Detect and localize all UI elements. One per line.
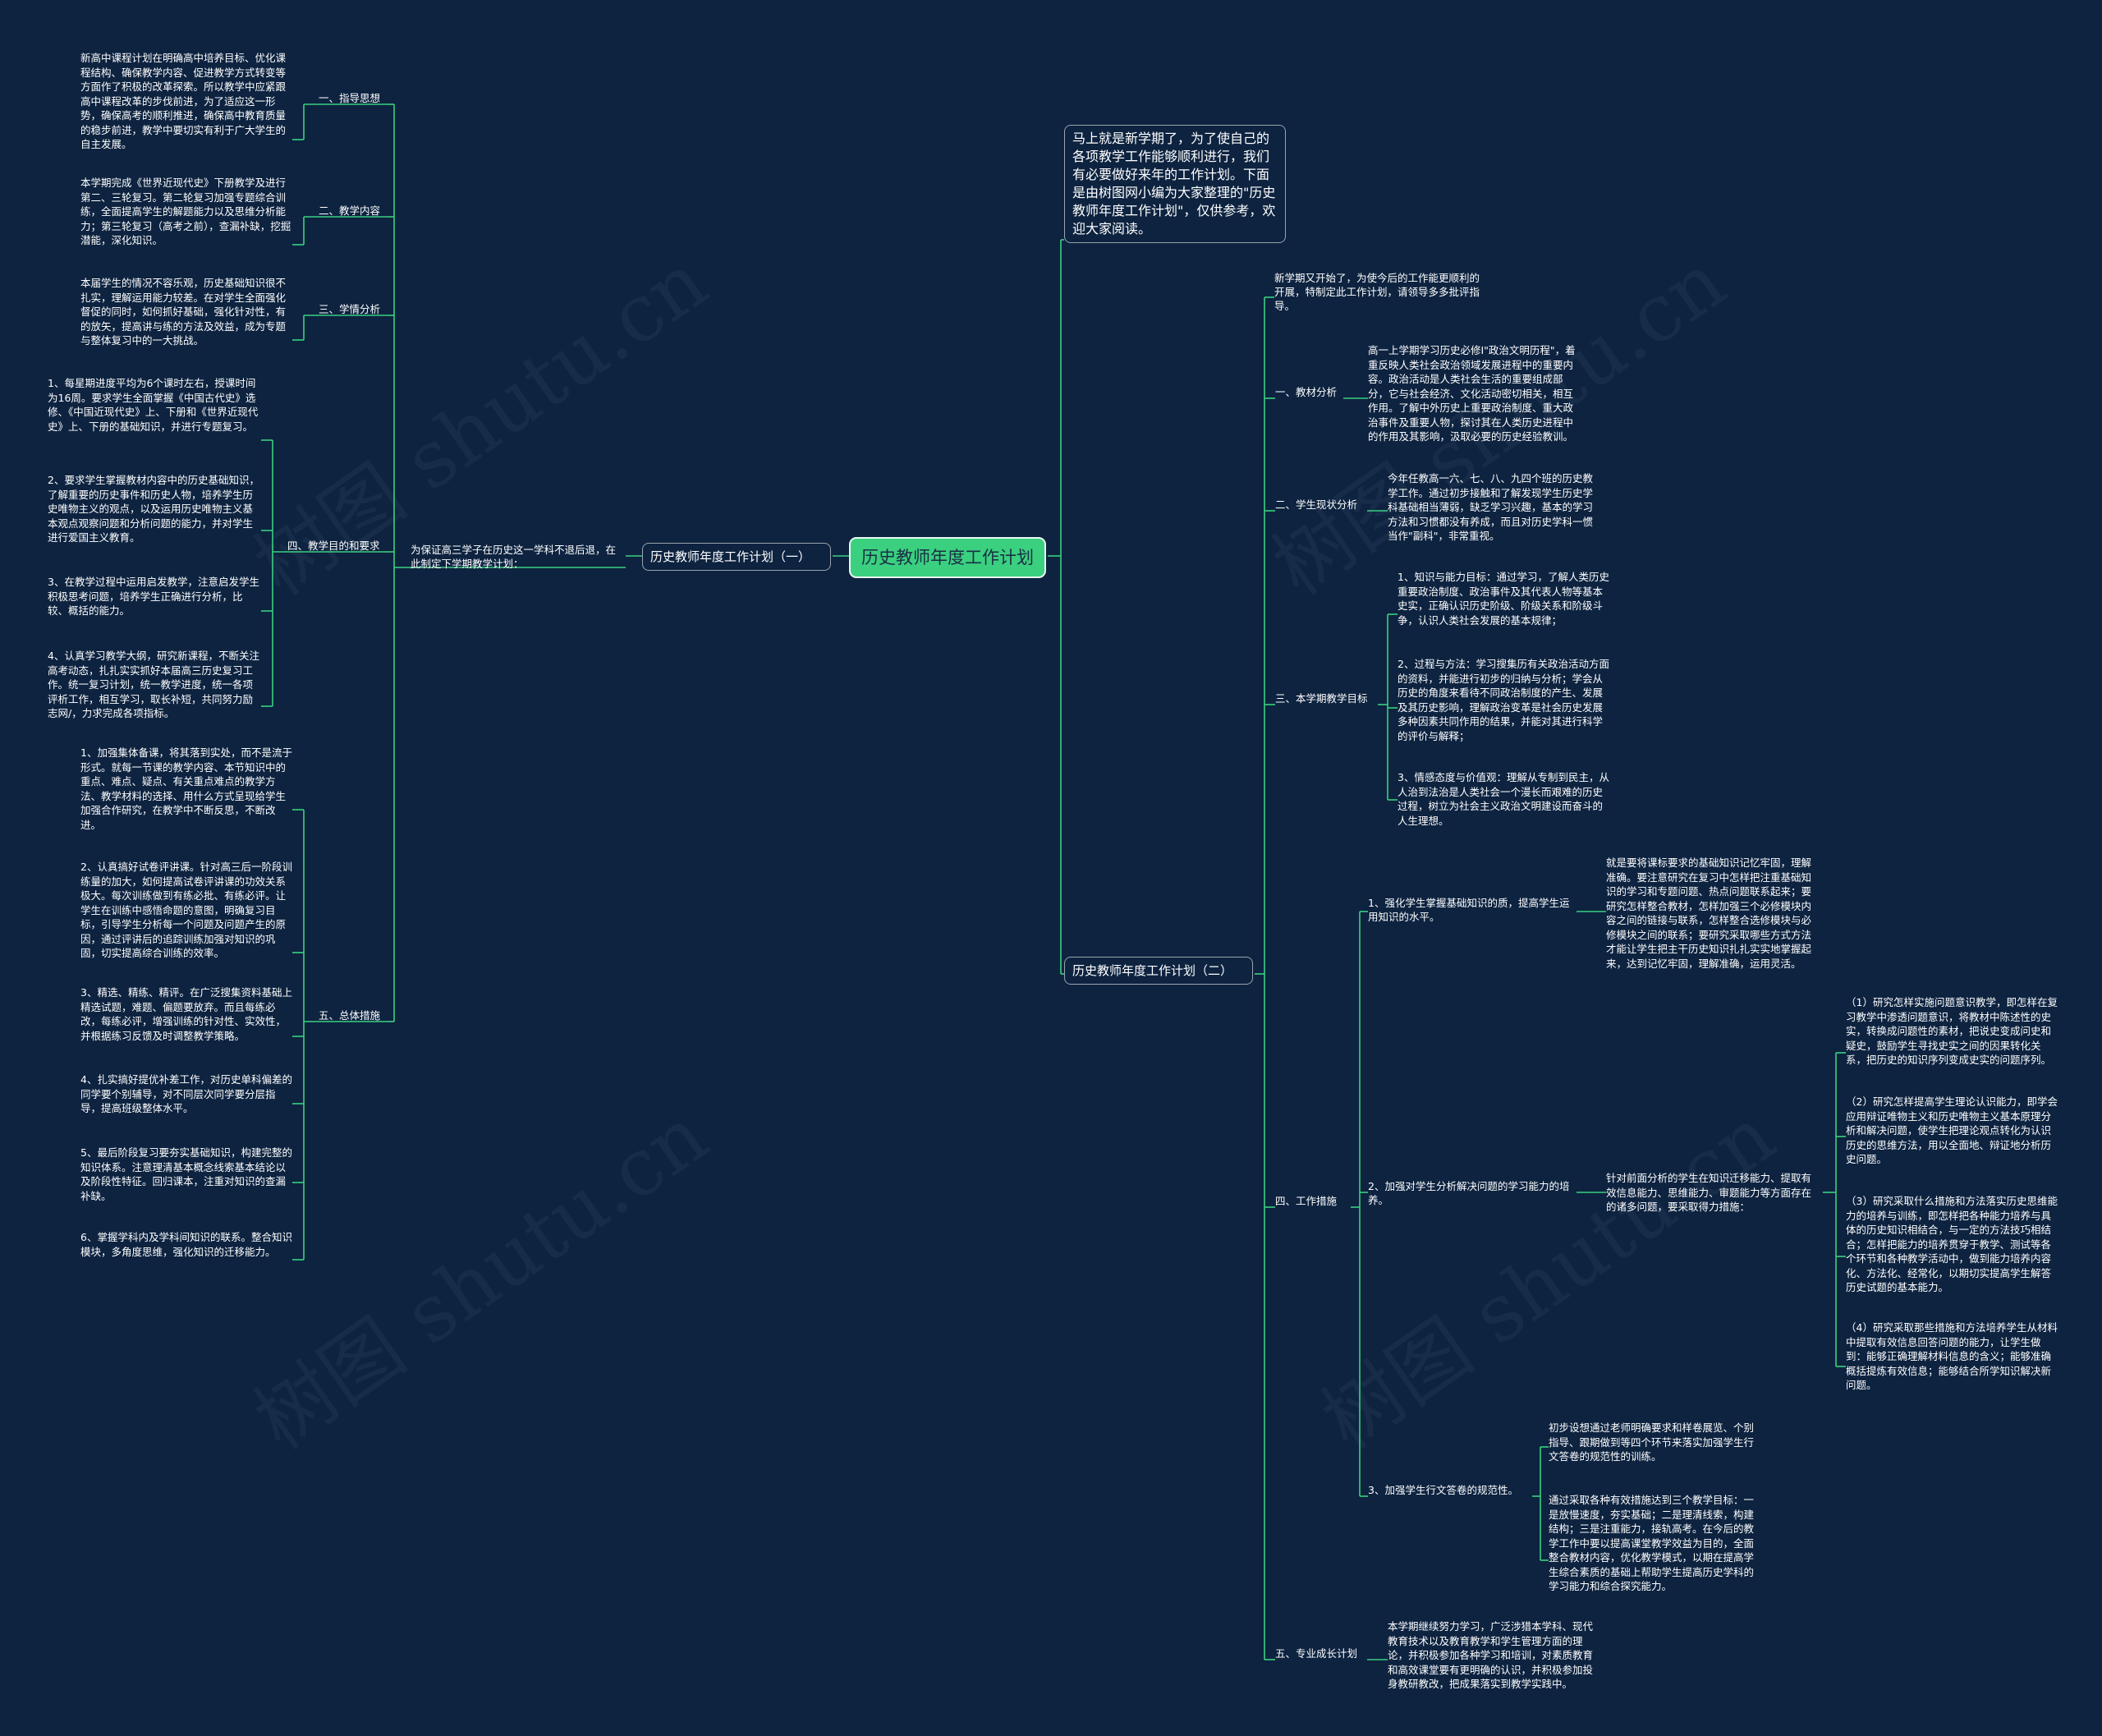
root-node[interactable]: 历史教师年度工作计划 xyxy=(849,537,1046,578)
plan1-s5-item: 1、加强集体备课，将其落到实处，而不是流于形式。就每一节课的教学内容、本节知识中… xyxy=(80,746,292,831)
plan2-s3-item: 2、过程与方法：学习搜集历有关政治活动方面的资料，并能进行初步的归纳与分析；学会… xyxy=(1398,658,1609,742)
plan2-s4-m2-item: （2）研究怎样提高学生理论认识能力，即学会应用辩证唯物主义和历史唯物主义基本原理… xyxy=(1846,1095,2058,1165)
plan2-s3-item: 1、知识与能力目标：通过学习，了解人类历史重要政治制度、政治事件及其代表人物等基… xyxy=(1398,571,1609,627)
plan1-s5-label[interactable]: 五、总体措施 xyxy=(319,1009,381,1022)
intro-box[interactable]: 马上就是新学期了，为了使自己的各项教学工作能够顺利进行，我们有必要做好来年的工作… xyxy=(1064,125,1286,243)
plan1-s5-item: 4、扎实搞好提优补差工作，对历史单科偏差的同学要个别辅导，对不同层次同学要分层指… xyxy=(80,1073,292,1114)
plan2-s4-m2-label[interactable]: 2、加强对学生分析解决问题的学习能力的培养。 xyxy=(1368,1180,1570,1206)
plan1-lead[interactable]: 为保证高三学子在历史这一学科不退后退，在此制定下学期教学计划： xyxy=(411,544,617,570)
plan1-s5-item: 2、认真搞好试卷评讲课。针对高三后一阶段训练量的加大，如何提高试卷评讲课的功效关… xyxy=(80,861,292,959)
plan2-s4-m2-item: （3）研究采取什么措施和方法落实历史思维能力的培养与训练，即怎样把各种能力培养与… xyxy=(1846,1195,2058,1293)
plan2-s4-label[interactable]: 四、工作措施 xyxy=(1275,1195,1338,1207)
plan1-s2-label[interactable]: 二、教学内容 xyxy=(319,204,381,217)
plan1-s4-item: 3、在教学过程中运用启发教学，注意启发学生积极思考问题，培养学生正确进行分析，比… xyxy=(48,576,259,617)
plan2-s4-m2-item: （4）研究采取那些措施和方法培养学生从材料中提取有效信息回答问题的能力，让学生做… xyxy=(1846,1321,2058,1391)
plan2-s4-m1-text: 就是要将课标要求的基础知识记忆牢固，理解准确。要注意研究在复习中怎样把注重基础知… xyxy=(1606,857,1812,970)
plan2-s4-m3-label[interactable]: 3、加强学生行文答卷的规范性。 xyxy=(1368,1484,1518,1496)
plan2-s5-text: 本学期继续努力学习，广泛涉猎本学科、现代教育技术以及教育教学和学生管理方面的理论… xyxy=(1388,1620,1594,1690)
plan1-s3-label[interactable]: 三、学情分析 xyxy=(319,303,381,315)
plan2-s1-label[interactable]: 一、教材分析 xyxy=(1275,386,1338,398)
plan1-s3-text: 本届学生的情况不容乐观，历史基础知识很不扎实，理解运用能力较差。在对学生全面强化… xyxy=(80,277,287,347)
plan1-title[interactable]: 历史教师年度工作计划（一） xyxy=(642,543,831,571)
plan2-s3-item: 3、情感态度与价值观：理解从专制到民主，从人治到法治是人类社会一个漫长而艰难的历… xyxy=(1398,771,1609,827)
plan2-s4-m1-label[interactable]: 1、强化学生掌握基础知识的质，提高学生运用知识的水平。 xyxy=(1368,897,1570,923)
plan2-s3-label[interactable]: 三、本学期教学目标 xyxy=(1275,692,1368,705)
plan2-s4-m2-text: 针对前面分析的学生在知识迁移能力、提取有效信息能力、思维能力、审题能力等方面存在… xyxy=(1606,1172,1812,1213)
plan1-s2-text: 本学期完成《世界近现代史》下册教学及进行第二、三轮复习。第二轮复习加强专题综合训… xyxy=(80,177,291,246)
plan1-s5-item: 6、掌握学科内及学科间知识的联系。整合知识模块，多角度思维，强化知识的迁移能力。 xyxy=(80,1231,292,1258)
plan2-s4-m3-item: 初步设想通过老师明确要求和样卷展览、个别指导、跟期做到等四个环节来落实加强学生行… xyxy=(1549,1421,1755,1463)
plan1-s1-text: 新高中课程计划在明确高中培养目标、优化课程结构、确保教学内容、促进教学方式转变等… xyxy=(80,52,287,150)
plan2-title[interactable]: 历史教师年度工作计划（二） xyxy=(1064,957,1253,985)
plan2-s4-m2-item: （1）研究怎样实施问题意识教学，即怎样在复习教学中渗透问题意识，将教材中陈述性的… xyxy=(1846,996,2058,1066)
plan2-s2-text: 今年任教高一六、七、八、九四个班的历史教学工作。通过初步接触和了解发现学生历史学… xyxy=(1388,472,1594,542)
plan1-s4-item: 2、要求学生掌握教材内容中的历史基础知识，了解重要的历史事件和历史人物，培养学生… xyxy=(48,474,259,544)
plan1-s4-label[interactable]: 四、教学目的和要求 xyxy=(287,540,380,552)
plan2-s1-text: 高一上学期学习历史必修Ⅰ"政治文明历程"，着重反映人类社会政治领域发展进程中的重… xyxy=(1368,344,1576,443)
plan2-lead[interactable]: 新学期又开始了，为使今后的工作能更顺利的开展，特制定此工作计划，请领导多多批评指… xyxy=(1274,272,1480,312)
plan1-s5-item: 3、精选、精练、精评。在广泛搜集资料基础上精选试题，难题、偏题要放弃。而且每练必… xyxy=(80,986,292,1042)
plan1-s4-item: 4、认真学习教学大纲，研究新课程，不断关注高考动态，扎扎实实抓好本届高三历史复习… xyxy=(48,650,259,719)
plan1-s1-label[interactable]: 一、指导思想 xyxy=(319,92,381,104)
plan2-s2-label[interactable]: 二、学生现状分析 xyxy=(1275,498,1358,511)
plan1-s5-item: 5、最后阶段复习要夯实基础知识，构建完整的知识体系。注意理清基本概念线索基本结论… xyxy=(80,1146,292,1202)
plan2-s4-m3-item: 通过采取各种有效措施达到三个教学目标：一是放慢速度，夯实基础；二是理清线索，构建… xyxy=(1549,1494,1755,1592)
plan1-s4-item: 1、每星期进度平均为6个课时左右，授课时间为16周。要求学生全面掌握《中国古代史… xyxy=(48,377,259,433)
plan2-s5-label[interactable]: 五、专业成长计划 xyxy=(1275,1647,1358,1660)
